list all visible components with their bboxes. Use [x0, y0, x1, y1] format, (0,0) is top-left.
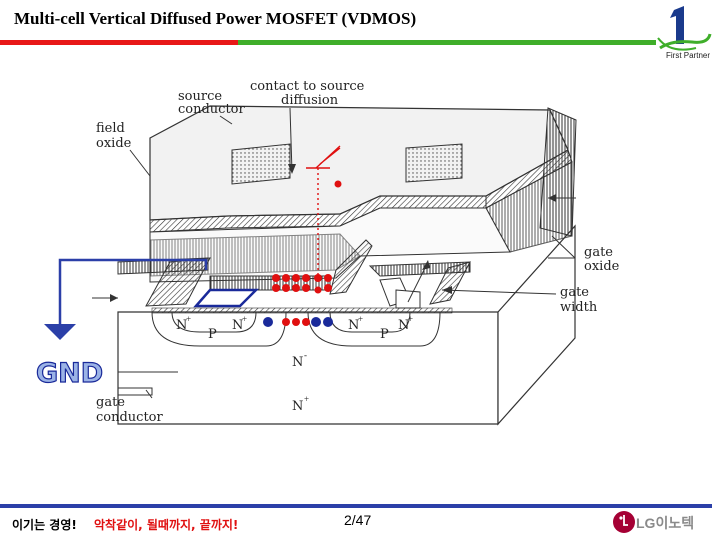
nplus-label-4: N — [398, 318, 409, 333]
label-gate-oxide-2: oxide — [584, 259, 620, 274]
footer-slogan: 악착같이, 될때까지, 끝까지! — [94, 518, 239, 532]
first-partner-logo: First Partner — [657, 6, 712, 60]
nplus-label-2: N — [232, 318, 243, 333]
label-gate-width-2: width — [560, 300, 598, 315]
label-gate-width-1: gate — [560, 285, 589, 300]
title-underline-green — [238, 40, 656, 45]
label-contact-2: diffusion — [281, 93, 339, 108]
logo-text: First Partner — [666, 51, 710, 60]
brand-name: LG이노텍 — [636, 515, 695, 531]
label-gate-conductor-1: gate — [96, 395, 125, 410]
label-source-conductor-2: conductor — [178, 102, 246, 117]
slide-title: Multi-cell Vertical Diffused Power MOSFE… — [14, 9, 417, 28]
electron-cluster — [272, 274, 332, 326]
svg-text:+: + — [304, 394, 309, 404]
gnd-wire — [58, 258, 208, 330]
n-plus-substrate-label: N — [292, 399, 303, 414]
nplus-label-3: N — [348, 318, 359, 333]
hole-markers — [263, 317, 333, 327]
label-gate-oxide-1: gate — [584, 245, 613, 260]
label-field-oxide-2: oxide — [96, 136, 132, 151]
n-minus-label: N — [292, 355, 303, 370]
svg-text:+: + — [242, 314, 247, 324]
title-underline-red — [0, 40, 238, 45]
svg-text:+: + — [358, 314, 363, 324]
label-gate-conductor-2: conductor — [96, 410, 164, 425]
footer-divider — [0, 504, 712, 508]
lg-logo-icon — [613, 511, 635, 533]
footer-motto: 이기는 경영! — [12, 518, 77, 532]
svg-text:+: + — [408, 314, 413, 324]
p-label-1: P — [208, 327, 217, 342]
gnd-label: GND — [36, 358, 103, 389]
svg-text:+: + — [186, 314, 191, 324]
p-label-2: P — [380, 327, 389, 342]
nplus-label-1: N — [176, 318, 187, 333]
label-field-oxide-1: field — [96, 121, 125, 136]
gate-contact-outline — [193, 288, 260, 308]
svg-text:-: - — [304, 350, 307, 360]
label-contact-1: contact to source — [250, 79, 365, 94]
label-source-conductor-1: source — [178, 89, 222, 104]
gnd-arrow — [44, 324, 76, 340]
page-number: 2/47 — [344, 512, 372, 528]
